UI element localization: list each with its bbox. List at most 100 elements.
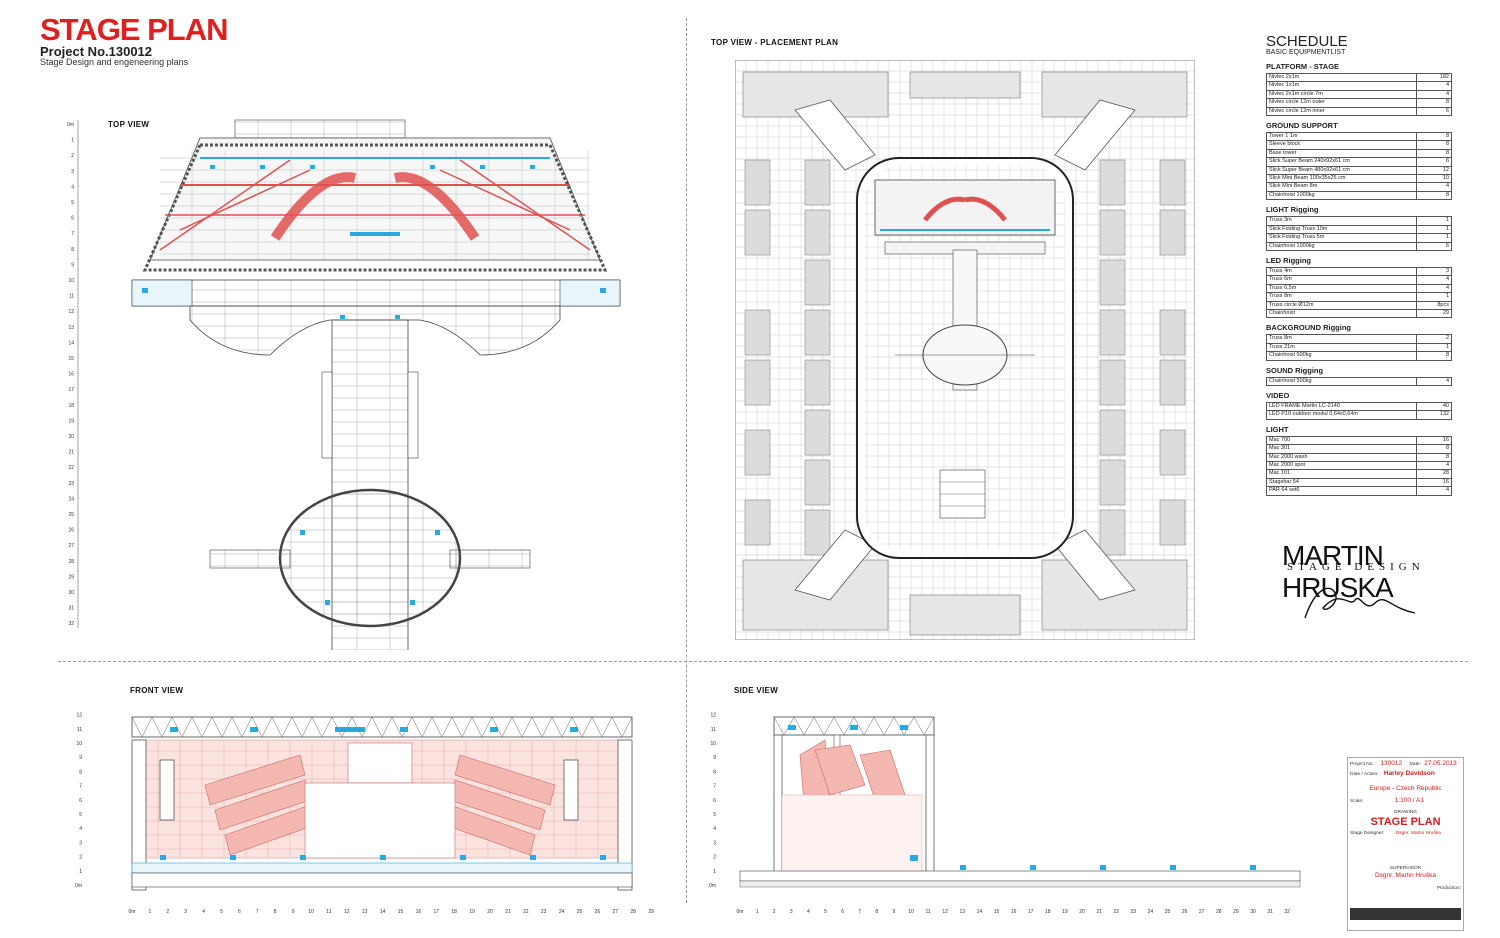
item-qty: 8: [1416, 444, 1452, 454]
x-tick-label: 14: [977, 909, 983, 915]
ruler-tick-label: 20: [68, 434, 74, 440]
item-name: Slick Super Beam 240x92x61 cm: [1266, 157, 1417, 167]
placement-plan-label: TOP VIEW - PLACEMENT PLAN: [711, 38, 839, 47]
item-qty: 8pcs: [1416, 300, 1452, 310]
supervisor-value: Dsgnr. Martin Hruška: [1374, 872, 1437, 879]
item-name: Truss 21m: [1266, 342, 1417, 353]
item-name: Mac 2000 spot: [1266, 460, 1417, 471]
placement-plan-drawing: [735, 60, 1195, 640]
x-tick-label: 18: [451, 909, 457, 915]
schedule-group-title: LIGHT: [1266, 424, 1289, 434]
side-blocks-right: [1099, 159, 1186, 556]
x-tick-label: 27: [1199, 909, 1205, 915]
y-tick-label: 2: [79, 855, 82, 861]
y-tick-label: 0m: [75, 883, 82, 889]
x-tick-label: 29: [648, 909, 654, 915]
y-tick-label: 4: [713, 826, 716, 832]
ruler-tick-label: 7: [71, 231, 74, 237]
x-tick-label: 15: [398, 909, 404, 915]
x-tick-label: 12: [344, 909, 350, 915]
item-qty: 8: [1416, 452, 1452, 463]
ruler-tick-label: 21: [68, 450, 74, 456]
y-tick-label: 4: [79, 826, 82, 832]
x-tick-label: 10: [908, 909, 914, 915]
project-no-label: Project No.:: [1350, 762, 1376, 767]
x-tick-label: 10: [308, 909, 314, 915]
item-name: Mac 101: [1266, 469, 1417, 479]
y-tick-label: 6: [79, 798, 82, 804]
item-name: Truss 8m: [1266, 334, 1417, 344]
item-qty: 28: [1416, 469, 1452, 479]
project-number: Project No.130012: [40, 44, 153, 59]
y-tick-label: 12: [710, 713, 716, 719]
y-tick-label: 10: [710, 741, 716, 747]
x-tick-label: 2: [166, 909, 169, 915]
x-tick-label: 8: [274, 909, 277, 915]
x-tick-label: 12: [942, 909, 948, 915]
item-qty: 12: [1416, 165, 1452, 176]
item-qty: 6: [1416, 241, 1452, 251]
x-tick-label: 32: [1284, 909, 1290, 915]
item-qty: 8: [1416, 98, 1452, 108]
ruler-tick-label: 27: [68, 543, 74, 549]
y-tick-label: 6: [713, 798, 716, 804]
x-tick-label: 0m: [129, 909, 136, 915]
project-no-value: 130012: [1380, 760, 1403, 767]
schedule-group-title: PLATFORM - STAGE: [1266, 62, 1340, 71]
item-name: Sleeve block: [1266, 140, 1417, 150]
y-tick-label: 8: [713, 769, 716, 775]
x-tick-label: 4: [202, 909, 205, 915]
y-tick-label: 8: [79, 769, 82, 775]
ruler-tick-label: 25: [68, 512, 74, 518]
ruler-tick-label: 2: [71, 153, 74, 159]
y-tick-label: 3: [79, 840, 82, 846]
location-value: Europe - Czech Republic: [1369, 785, 1442, 792]
schedule-subtitle: BASIC EQUIPMENTLIST: [1266, 49, 1346, 56]
x-tick-label: 14: [380, 909, 386, 915]
y-tick-label: 0m: [709, 883, 716, 889]
item-name: Nivtec 1x1m: [1266, 81, 1417, 91]
item-qty: 4: [1416, 81, 1452, 91]
x-tick-label: 28: [1216, 909, 1222, 915]
x-tick-label: 31: [1267, 909, 1273, 915]
scale-label: Scale:: [1350, 799, 1364, 804]
ruler-tick-label: 13: [68, 325, 74, 331]
x-tick-label: 8: [875, 909, 878, 915]
x-tick-label: 27: [613, 909, 619, 915]
x-tick-label: 25: [1165, 909, 1171, 915]
x-tick-label: 16: [416, 909, 422, 915]
x-tick-label: 23: [1131, 909, 1137, 915]
x-tick-label: 6: [841, 909, 844, 915]
item-qty: 40: [1416, 401, 1452, 412]
ruler-tick-label: 11: [69, 294, 74, 300]
item-qty: 8: [1416, 351, 1452, 361]
ruler-tick-label: 14: [68, 340, 74, 346]
top-view-ruler: 0m12345678910111213141516171819202122232…: [67, 122, 74, 627]
x-tick-label: 20: [487, 909, 493, 915]
item-qty: 10: [1416, 174, 1452, 184]
designer-logo: MARTIN HRUSKA: [1282, 540, 1394, 603]
schedule-group-title: SOUND Rigging: [1266, 365, 1324, 375]
x-tick-label: 24: [559, 909, 565, 915]
ruler-tick-label: 31: [68, 606, 74, 612]
ruler-tick-label: 6: [71, 216, 74, 222]
item-qty: 3: [1416, 266, 1452, 277]
x-tick-label: 29: [1233, 909, 1239, 915]
x-tick-label: 17: [434, 909, 440, 915]
ruler-tick-label: 30: [68, 590, 74, 596]
item-name: Nivtec 2x1m: [1266, 72, 1417, 83]
